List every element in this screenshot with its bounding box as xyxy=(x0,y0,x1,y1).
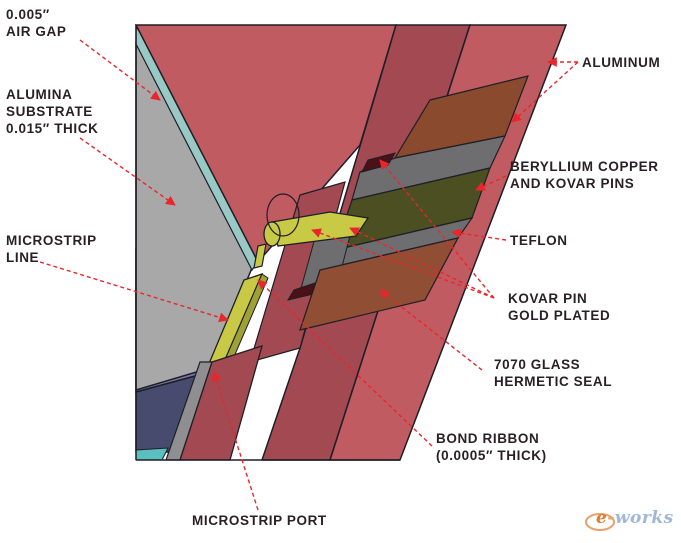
label-teflon-text: TEFLON xyxy=(510,233,568,248)
callout-kovar-2 xyxy=(349,227,495,299)
watermark: e-works xyxy=(596,508,674,528)
label-alumina-line1: ALUMINA xyxy=(6,87,73,102)
e-works-logo xyxy=(585,513,615,531)
label-kovar: KOVAR PIN GOLD PLATED xyxy=(508,290,610,324)
pin-hole xyxy=(266,193,300,237)
label-aluminum-text: ALUMINUM xyxy=(582,55,661,70)
callout-microstrip-port xyxy=(212,371,259,511)
callout-teflon xyxy=(451,228,507,241)
label-kovar-line1: KOVAR PIN xyxy=(508,291,588,306)
watermark-text: works xyxy=(614,508,674,528)
kovar-pin-tip xyxy=(263,221,281,247)
label-beryllium: BERYLLIUM COPPER AND KOVAR PINS xyxy=(510,158,659,192)
label-glass: 7070 GLASS HERMETIC SEAL xyxy=(494,356,612,390)
label-air-gap-line1: 0.005″ xyxy=(6,7,50,22)
label-air-gap-line2: AIR GAP xyxy=(6,24,67,39)
label-bond-ribbon-line2: (0.0005″ THICK) xyxy=(436,448,547,463)
label-bond-ribbon: BOND RIBBON (0.0005″ THICK) xyxy=(436,430,547,464)
callout-kovar-3 xyxy=(311,228,495,299)
callout-glass xyxy=(379,289,483,371)
label-bond-ribbon-line1: BOND RIBBON xyxy=(436,431,540,446)
label-alumina-line2: SUBSTRATE xyxy=(6,104,93,119)
label-air-gap: 0.005″ AIR GAP xyxy=(6,6,66,40)
callout-lines xyxy=(39,39,579,511)
bond-ribbon xyxy=(253,243,267,269)
callout-bond-ribbon xyxy=(257,279,433,447)
label-microstrip-port: MICROSTRIP PORT xyxy=(192,512,327,529)
label-beryllium-line2: AND KOVAR PINS xyxy=(510,176,635,191)
callout-beryllium xyxy=(475,175,507,191)
label-alumina-line3: 0.015″ THICK xyxy=(6,121,99,136)
label-microstrip-line-2: LINE xyxy=(6,250,40,265)
label-kovar-line2: GOLD PLATED xyxy=(508,308,611,323)
cyan-edge-bottom xyxy=(135,447,169,461)
label-microstrip-line: MICROSTRIP LINE xyxy=(6,232,97,266)
label-glass-line2: HERMETIC SEAL xyxy=(494,374,613,389)
callout-aluminum-2 xyxy=(511,61,579,123)
callout-air-gap xyxy=(79,39,161,101)
callout-kovar-1 xyxy=(379,159,495,299)
label-beryllium-line1: BERYLLIUM COPPER xyxy=(510,159,659,174)
callout-microstrip-line xyxy=(39,261,229,323)
label-glass-line1: 7070 GLASS xyxy=(494,357,581,372)
label-microstrip-line-1: MICROSTRIP xyxy=(6,233,97,248)
label-aluminum: ALUMINUM xyxy=(582,54,660,71)
label-microstrip-port-text: MICROSTRIP PORT xyxy=(192,513,327,528)
callout-alumina xyxy=(79,137,176,206)
label-alumina: ALUMINA SUBSTRATE 0.015″ THICK xyxy=(6,86,98,137)
label-teflon: TEFLON xyxy=(510,232,568,249)
